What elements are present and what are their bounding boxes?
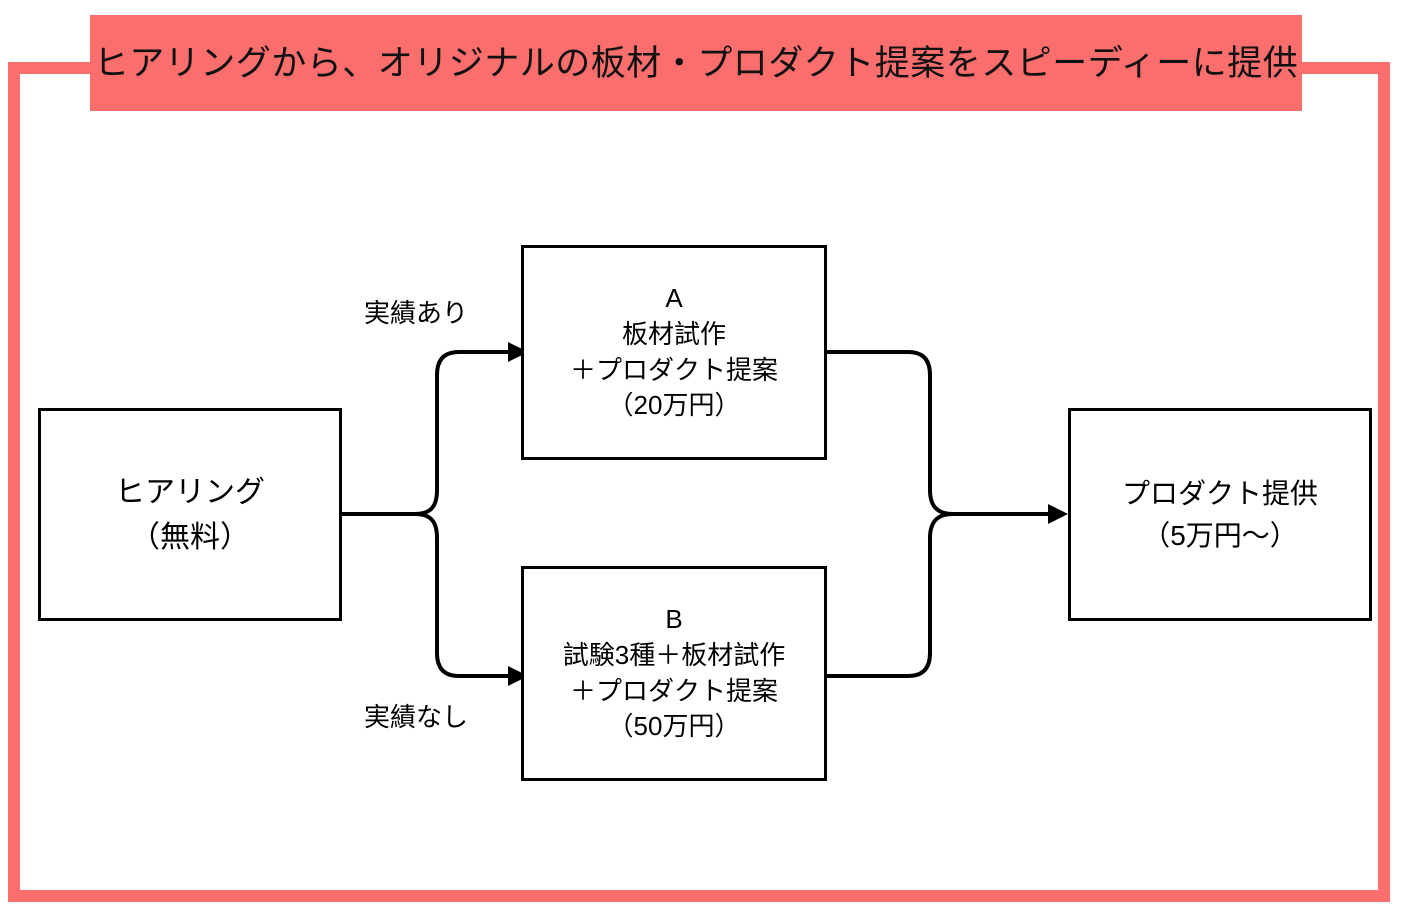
node-delivery-line-1: プロダクト提供	[1121, 477, 1318, 509]
title-banner: ヒアリングから、オリジナルの板材・プロダクト提案をスピーディーに提供	[90, 15, 1302, 111]
node-option-a-line-3: ＋プロダクト提案	[569, 354, 778, 385]
node-hearing[interactable]: ヒアリング （無料）	[38, 408, 342, 621]
node-option-a-line-4: （20万円）	[607, 390, 741, 421]
edge-label-has-record: 実績あり	[364, 298, 469, 328]
node-option-b-line-2: 試験3種＋板材試作	[562, 639, 786, 670]
node-option-a-line-1: A	[665, 282, 683, 313]
node-delivery[interactable]: プロダクト提供 （5万円～）	[1068, 408, 1372, 621]
node-option-a[interactable]: A 板材試作 ＋プロダクト提案 （20万円）	[521, 245, 827, 460]
node-option-b-line-4: （50万円）	[607, 711, 741, 742]
edge-label-no-record: 実績なし	[364, 702, 469, 732]
page-title: ヒアリングから、オリジナルの板材・プロダクト提案をスピーディーに提供	[93, 43, 1299, 83]
node-option-a-line-2: 板材試作	[621, 318, 726, 349]
node-option-b-line-1: B	[665, 603, 683, 634]
node-option-b[interactable]: B 試験3種＋板材試作 ＋プロダクト提案 （50万円）	[521, 566, 827, 781]
node-hearing-line-1: ヒアリング	[115, 475, 265, 509]
node-delivery-line-2: （5万円～）	[1142, 519, 1298, 551]
node-option-b-line-3: ＋プロダクト提案	[569, 675, 778, 706]
node-hearing-line-2: （無料）	[130, 520, 250, 554]
